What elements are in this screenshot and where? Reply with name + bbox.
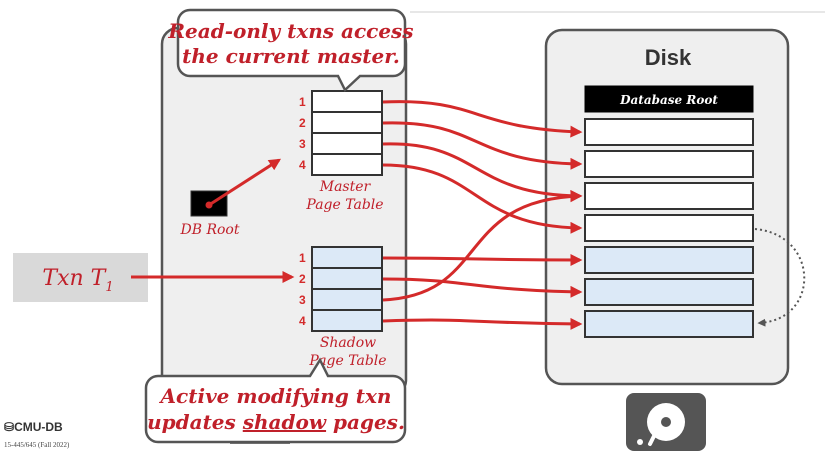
master-label-line2: Page Table <box>305 197 383 213</box>
shadow-index-1: 1 <box>299 251 306 265</box>
disk-page-shadow-1 <box>584 246 754 274</box>
shadow-index-3: 3 <box>299 293 306 307</box>
dotted-copy-arrow <box>754 228 806 327</box>
database-root-label: Database Root <box>619 93 718 107</box>
disk-title: Disk <box>645 45 692 70</box>
db-root-box <box>190 190 228 217</box>
master-label-line1: Master <box>319 179 372 195</box>
db-root-pointer-arrow <box>208 158 282 207</box>
master-row-4 <box>311 153 383 176</box>
disk-page-2 <box>584 150 754 178</box>
shadow-arrow-3 <box>382 190 583 302</box>
master-index-4: 4 <box>299 158 306 172</box>
master-index-2: 2 <box>299 116 306 130</box>
disk-page-3 <box>584 182 754 210</box>
logo-text: CMU-DB <box>14 420 63 434</box>
shadow-arrow-4 <box>382 317 583 330</box>
bottom-callout-line2: updates shadow pages. <box>147 410 405 434</box>
master-row-3 <box>311 132 383 155</box>
txn-box <box>13 253 148 302</box>
master-row-1 <box>311 90 383 113</box>
top-callout-line1: Read-only txns access <box>167 19 413 43</box>
db-root-pointer-dot <box>205 201 213 209</box>
shadow-row-2 <box>311 267 383 290</box>
disk-page-4 <box>584 214 754 242</box>
shadow-label-line1: Shadow <box>320 335 376 351</box>
master-arrow-4 <box>382 163 583 234</box>
database-root-bar <box>584 85 754 113</box>
master-arrow-3 <box>382 142 583 202</box>
master-arrow-2 <box>382 121 583 170</box>
shadow-row-4 <box>311 309 383 332</box>
master-index-1: 1 <box>299 95 306 109</box>
hard-disk-icon <box>626 393 706 451</box>
bottom-callout <box>144 357 407 444</box>
master-index-3: 3 <box>299 137 306 151</box>
top-callout-line2: the current master. <box>182 44 400 68</box>
cmu-db-logo: ⛁CMU-DB <box>4 420 63 434</box>
database-icon: ⛁ <box>4 420 15 434</box>
shadow-arrow-1 <box>382 253 583 266</box>
shadow-label-line2: Page Table <box>308 353 386 369</box>
master-arrow-1 <box>382 100 583 138</box>
shadow-arrow-2 <box>382 277 583 298</box>
shadow-index-4: 4 <box>299 314 306 328</box>
bottom-callout-line1: Active modifying txn <box>159 384 392 408</box>
shadow-index-2: 2 <box>299 272 306 286</box>
db-root-label: DB Root <box>180 222 240 238</box>
shadow-row-1 <box>311 246 383 269</box>
course-label: 15-445/645 (Fall 2022) <box>4 441 70 449</box>
disk-page-1 <box>584 118 754 146</box>
shadow-row-3 <box>311 288 383 311</box>
master-row-2 <box>311 111 383 134</box>
top-callout <box>176 8 407 93</box>
disk-page-shadow-3 <box>584 310 754 338</box>
disk-page-shadow-2 <box>584 278 754 306</box>
txn-label: Txn T1 <box>42 266 113 295</box>
